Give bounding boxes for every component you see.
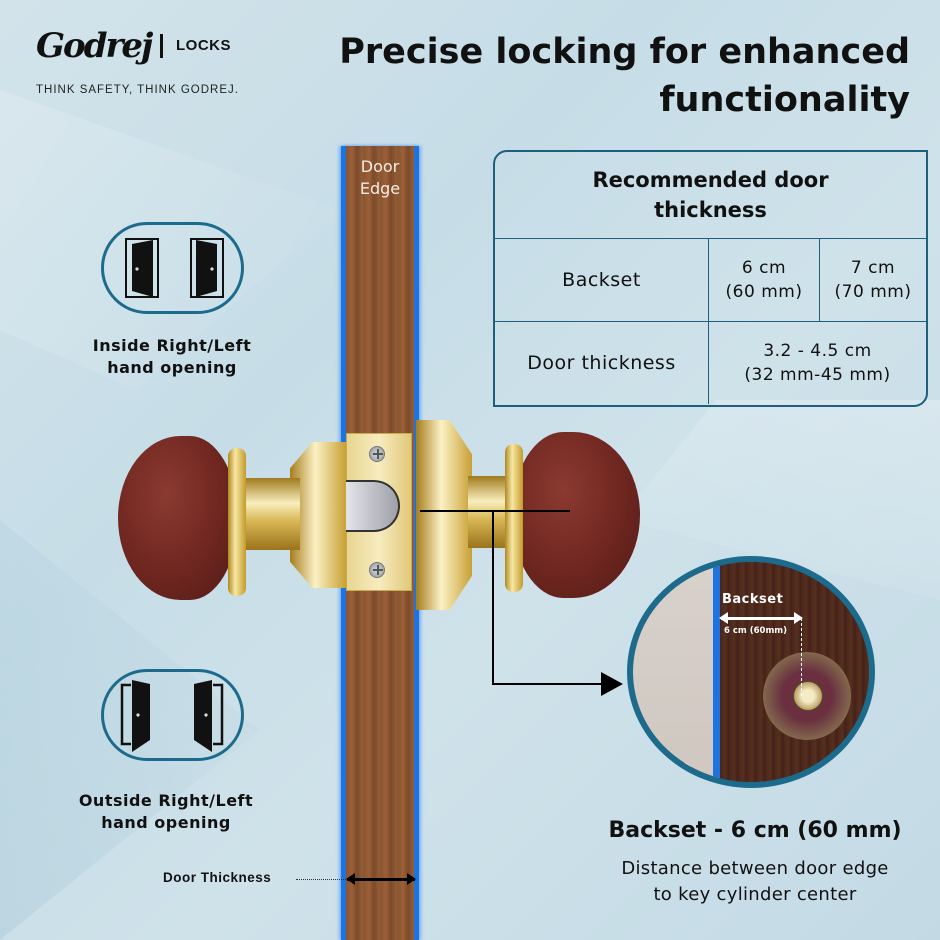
- door-thickness-value: 3.2 - 4.5 cm (32 mm-45 mm): [709, 322, 926, 404]
- page-headline: Precise locking for enhanced functionali…: [270, 28, 910, 124]
- door-outside-opening-icon: [120, 680, 224, 752]
- value-line: 3.2 - 4.5 cm: [763, 341, 872, 361]
- table-row-backset: Backset 6 cm (60 mm) 7 cm (70 mm): [495, 239, 926, 322]
- headline-line-1: Precise locking for enhanced: [339, 32, 910, 72]
- right-knob: [512, 432, 640, 598]
- door-thickness-table: Recommended door thickness Backset 6 cm …: [493, 150, 928, 407]
- right-shaft: [468, 476, 510, 548]
- inset-door-edge: [713, 562, 720, 782]
- double-arrow-icon: [346, 873, 416, 885]
- table-title: Recommended door thickness: [495, 152, 926, 239]
- right-rose: [416, 420, 472, 610]
- inset-handle: [665, 762, 695, 782]
- outside-opening-badge: [101, 669, 244, 761]
- backset-value-7cm: 7 cm (70 mm): [820, 239, 926, 321]
- backset-caption-description: Distance between door edge to key cylind…: [560, 856, 940, 908]
- brand-tagline: THINK SAFETY, THINK GODREJ.: [36, 84, 239, 96]
- inside-opening-label: Inside Right/Left hand opening: [52, 335, 292, 379]
- door-thickness-label: Door Thickness: [163, 870, 272, 885]
- screw-icon: [369, 562, 385, 578]
- label-line: hand opening: [107, 358, 237, 377]
- door-inside-opening-icon: [125, 238, 224, 298]
- inset-backset-label: Backset: [722, 592, 784, 607]
- door-thickness-leader: [296, 879, 346, 880]
- label-line: hand opening: [101, 813, 231, 832]
- left-shaft: [244, 478, 300, 550]
- double-arrow-icon: [719, 612, 803, 624]
- backset-caption-title: Backset - 6 cm (60 mm): [608, 818, 902, 843]
- backset-leader-line: [492, 683, 604, 685]
- inset-wall: [633, 562, 719, 782]
- row-label: Door thickness: [495, 322, 709, 404]
- value-line: (32 mm-45 mm): [744, 365, 891, 385]
- table-row-door-thickness: Door thickness 3.2 - 4.5 cm (32 mm-45 mm…: [495, 322, 926, 404]
- godrej-wordmark: Godrej: [36, 26, 153, 66]
- inside-opening-badge: [101, 222, 244, 314]
- label-line: Outside Right/Left: [78, 791, 254, 810]
- label-line: Inside Right/Left: [92, 336, 252, 355]
- value-line: (70 mm): [834, 282, 912, 302]
- row-label: Backset: [495, 239, 709, 321]
- label-line: Door: [360, 157, 400, 176]
- table-title-line-2: thickness: [654, 198, 767, 222]
- left-knob-ring: [228, 448, 246, 596]
- logo-divider: [160, 34, 163, 58]
- right-knob-ring: [505, 444, 523, 592]
- backset-leader-line: [492, 510, 494, 684]
- outside-opening-label: Outside Right/Left hand opening: [46, 790, 286, 834]
- latch-bolt: [346, 480, 400, 532]
- backset-inset-zoom: Backset 6 cm (60mm): [627, 556, 875, 788]
- backset-leader-line: [420, 510, 570, 512]
- description-line: to key cylinder center: [653, 884, 857, 905]
- backset-value-6cm: 6 cm (60 mm): [709, 239, 820, 321]
- label-line: Edge: [359, 179, 401, 198]
- value-line: 6 cm: [741, 258, 787, 278]
- division-label: LOCKS: [176, 37, 231, 54]
- value-line: (60 mm): [725, 282, 803, 302]
- screw-icon: [369, 446, 385, 462]
- door-edge-label: Door Edge: [345, 156, 415, 200]
- inset-dashed-guide: [801, 618, 802, 696]
- inset-backset-measure: 6 cm (60mm): [724, 626, 788, 636]
- arrow-right-icon: [601, 672, 623, 696]
- table-title-line-1: Recommended door: [592, 168, 829, 192]
- key-cylinder-icon: [793, 681, 823, 711]
- value-line: 7 cm: [850, 258, 896, 278]
- left-knob: [118, 436, 238, 600]
- description-line: Distance between door edge: [621, 858, 889, 879]
- headline-line-2: functionality: [659, 80, 910, 120]
